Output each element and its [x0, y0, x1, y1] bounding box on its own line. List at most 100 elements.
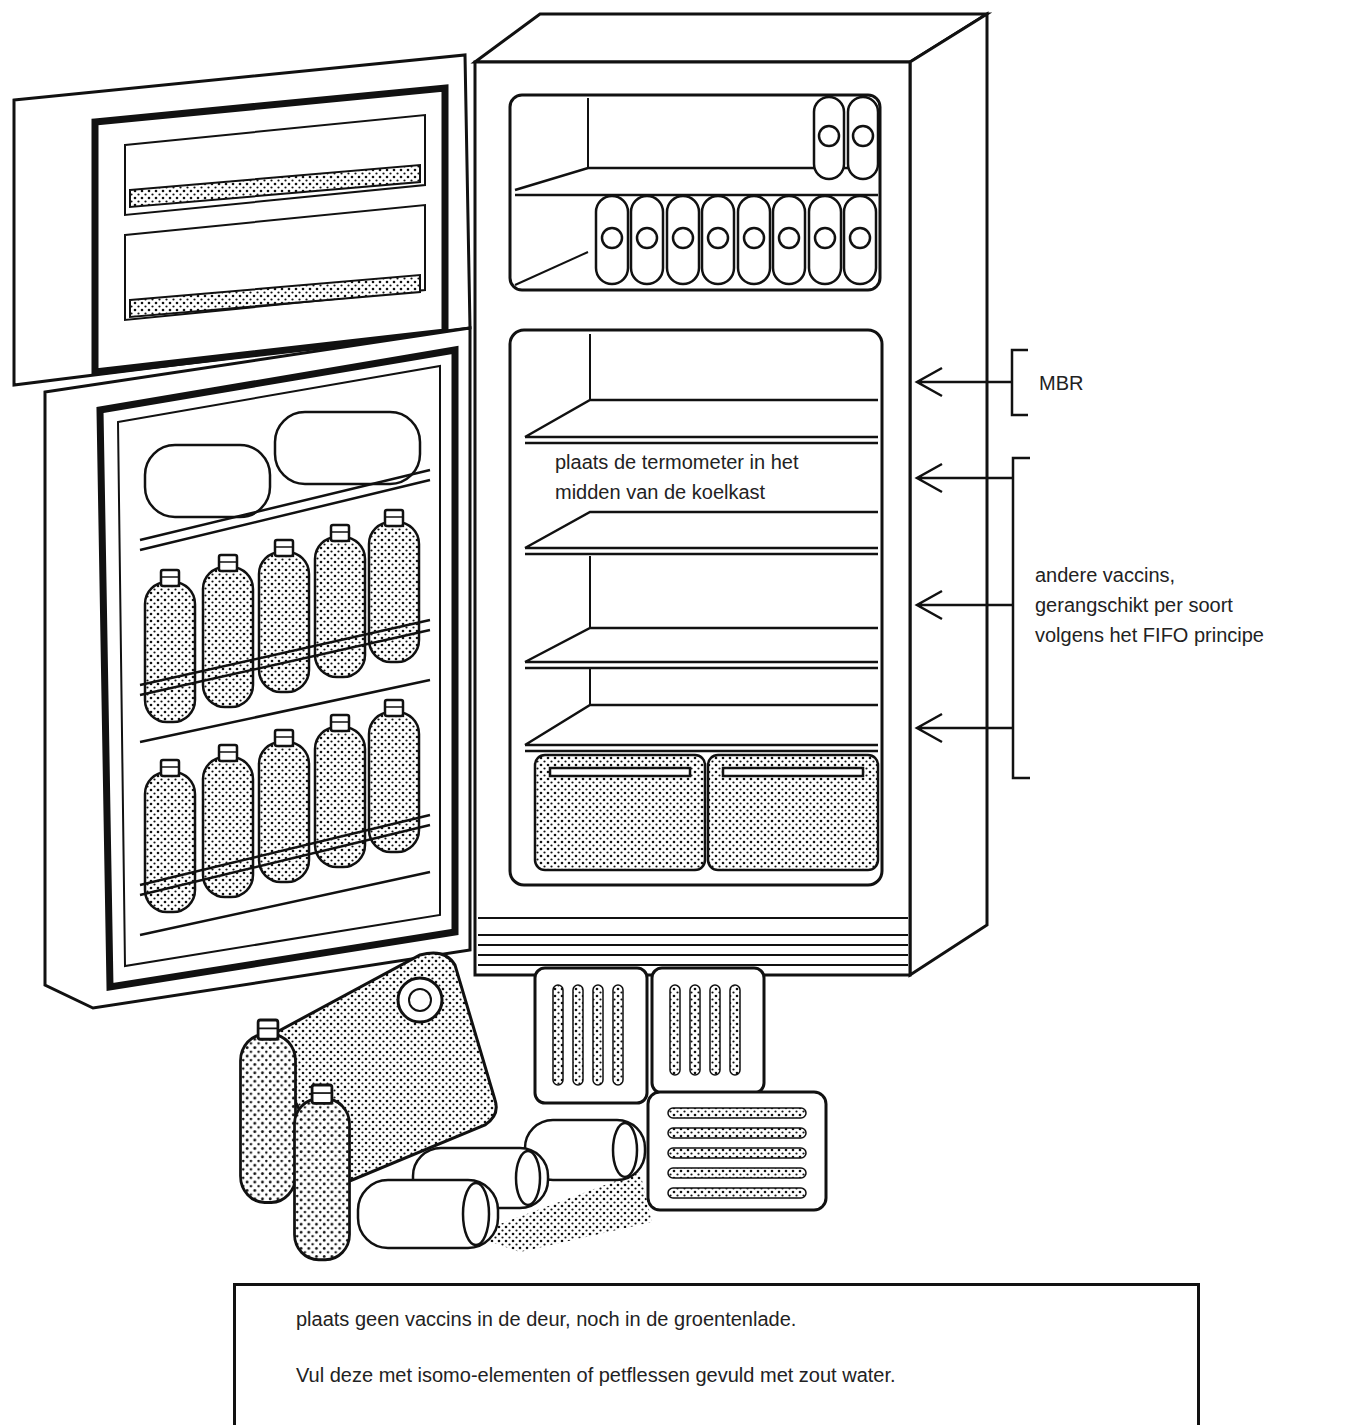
ribbed-ice-pack — [668, 1188, 806, 1198]
vaccin-vials — [637, 228, 657, 248]
ribbed-ice-pack — [648, 1092, 826, 1210]
vaccin-vials — [819, 126, 839, 146]
main-compartment — [589, 668, 591, 705]
callout-arrow — [917, 368, 1013, 742]
vegetable-drawer — [550, 768, 690, 776]
freezer-door — [130, 275, 420, 317]
flat-ice-pack — [398, 978, 442, 1022]
water-bottle — [145, 760, 195, 912]
ribbed-ice-pack — [553, 985, 563, 1085]
door-rail — [140, 620, 430, 935]
ribbed-ice-pack — [690, 985, 700, 1075]
fridge-door — [100, 350, 455, 987]
note-text: Vul deze met isomo-elementen of petfless… — [296, 1362, 1177, 1388]
callout-arrow — [917, 591, 1013, 619]
callout-arrow — [917, 714, 1013, 742]
vaccin-vials — [779, 228, 799, 248]
freezer-door — [14, 55, 470, 385]
freezer-door — [14, 55, 470, 385]
ribbed-ice-pack — [730, 985, 740, 1075]
ice-pack — [275, 412, 420, 484]
fridge-cabinet — [478, 917, 908, 919]
fridge-cabinet — [910, 14, 987, 975]
fridge-door — [45, 328, 470, 1008]
freezer-door — [95, 88, 445, 372]
ribbed-ice-pack — [668, 1128, 806, 1138]
cold-roll — [613, 1123, 637, 1177]
freezer-compartment — [510, 95, 880, 290]
callout-bracket — [1013, 458, 1030, 778]
fridge-cabinet — [475, 62, 910, 975]
callout-bracket — [1012, 350, 1030, 778]
ribbed-ice-pack — [593, 985, 603, 1085]
vaccin-vials — [738, 196, 770, 284]
vaccin-vials — [809, 196, 841, 284]
note-box: plaats geen vaccins in de deur, noch in … — [233, 1283, 1200, 1425]
callout-label: plaats de termometer in het midden van d… — [553, 447, 832, 507]
vaccin-vials — [596, 196, 628, 284]
vegetable-drawer — [535, 755, 705, 870]
ribbed-ice-pack — [670, 985, 680, 1075]
vaccin-vials — [708, 228, 728, 248]
ribbed-ice-pack — [668, 1168, 806, 1178]
freezer-door — [125, 115, 425, 215]
vaccin-vials — [814, 97, 844, 179]
flat-ice-pack — [409, 989, 431, 1011]
fridge-cabinet — [478, 934, 908, 936]
ribbed-ice-pack — [710, 985, 720, 1075]
cold-roll — [463, 1183, 489, 1245]
main-compartment — [589, 556, 591, 628]
floor-bottle — [295, 1085, 350, 1260]
ribbed-ice-pack — [652, 968, 764, 1093]
note-text: plaats geen vaccins in de deur, noch in … — [296, 1306, 1177, 1332]
vaccin-vials — [850, 228, 870, 248]
callout-label: andere vaccins, gerangschikt per soort v… — [1033, 560, 1287, 650]
callout-label: MBR — [1037, 368, 1161, 398]
floor-bottle — [241, 1020, 296, 1202]
vaccin-vials — [853, 126, 873, 146]
door-rail — [140, 680, 430, 742]
vaccin-vials — [667, 196, 699, 284]
callout-arrow — [917, 464, 1013, 492]
fridge-cabinet — [478, 964, 908, 966]
floor-bottle — [241, 1020, 350, 1260]
fridge-cabinet — [475, 14, 987, 975]
freezer-compartment — [510, 95, 880, 290]
cold-roll — [358, 1120, 652, 1252]
freezer-door — [130, 165, 420, 207]
fridge-shelf — [525, 705, 878, 751]
main-compartment — [589, 334, 591, 400]
fridge-shelf — [525, 512, 878, 554]
water-bottle — [145, 570, 195, 722]
ribbed-ice-pack — [573, 985, 583, 1085]
water-bottle — [315, 715, 365, 867]
vaccin-vials — [602, 228, 622, 248]
vaccin-vials — [744, 228, 764, 248]
ribbed-ice-pack — [668, 1148, 806, 1158]
vaccin-vials — [673, 228, 693, 248]
vaccin-vials — [844, 196, 876, 284]
callout-bracket — [1012, 350, 1028, 415]
fridge-door — [118, 366, 440, 966]
vegetable-drawer — [723, 768, 863, 776]
cold-roll — [358, 1180, 498, 1248]
door-rail — [140, 815, 430, 895]
fridge-shelf — [525, 400, 878, 751]
fridge-shelf — [525, 628, 878, 668]
fridge-shelf — [525, 400, 878, 443]
cold-roll — [516, 1151, 540, 1205]
main-compartment — [510, 330, 882, 885]
water-bottle — [203, 555, 253, 707]
ice-pack — [145, 445, 270, 517]
callout-arrow — [917, 368, 1012, 396]
fridge-door — [45, 328, 470, 1008]
vaccin-vials — [631, 196, 663, 284]
freezer-door — [125, 205, 425, 320]
vaccin-vials — [596, 97, 878, 284]
main-compartment — [510, 330, 882, 885]
door-rail — [140, 872, 430, 935]
freezer-compartment — [515, 252, 588, 285]
